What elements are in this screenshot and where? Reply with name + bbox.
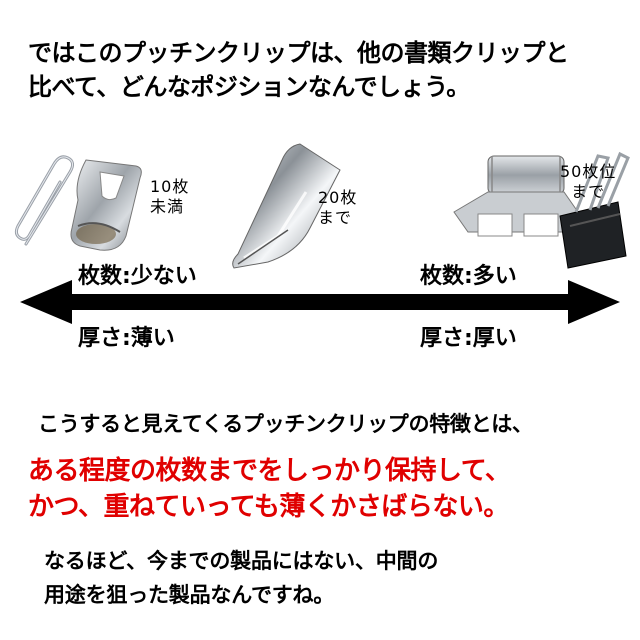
feature-lead: こうすると見えてくるプッチンクリップの特徴とは、 bbox=[38, 412, 533, 436]
label-left-count: 枚数:少ない bbox=[78, 264, 197, 289]
medium-clip-caption: 20枚 まで bbox=[318, 188, 357, 228]
large-clip-caption-line-2: まで bbox=[571, 182, 606, 201]
small-clip-icon bbox=[70, 159, 142, 251]
conclusion-line-2: 用途を狙った製品なんですね。 bbox=[44, 583, 335, 607]
intro-line-1: ではこのプッチンクリップは、他の書類クリップと bbox=[28, 39, 569, 67]
large-clip-illustration bbox=[453, 151, 630, 269]
spring-clip-icon bbox=[453, 155, 579, 237]
binder-clip-icon bbox=[559, 151, 630, 269]
medium-clip-caption-line-2: まで bbox=[318, 208, 353, 227]
small-clip-caption-line-1: 10枚 bbox=[150, 177, 190, 196]
intro-line-2: 比べて、どんなポジションなんでしょう。 bbox=[28, 73, 470, 101]
large-clip-caption: 50枚位 まで bbox=[560, 162, 616, 202]
medium-clip-illustration bbox=[232, 143, 341, 269]
conclusion-line-1: なるほど、今までの製品にはない、中間の bbox=[44, 549, 439, 573]
medium-clip-caption-line-1: 20枚 bbox=[318, 188, 358, 207]
paperclip-icon bbox=[14, 155, 75, 246]
small-clip-caption-line-2: 未満 bbox=[150, 197, 185, 216]
label-left-thickness: 厚さ:薄い bbox=[78, 326, 175, 351]
feature-highlight-line-2: かつ、重ねていっても薄くかさばらない。 bbox=[28, 492, 509, 522]
intro-text: ではこのプッチンクリップは、他の書類クリップと 比べて、どんなポジションなんでし… bbox=[28, 36, 569, 104]
double-arrow bbox=[20, 280, 620, 324]
paperclip-illustration bbox=[14, 155, 142, 251]
label-right-count: 枚数:多い bbox=[420, 264, 517, 289]
double-arrow-shape bbox=[20, 280, 620, 324]
feature-highlight-line-1: ある程度の枚数までをしっかり保持して、 bbox=[28, 456, 511, 486]
large-clip-caption-line-1: 50枚位 bbox=[560, 162, 617, 181]
small-clip-caption: 10枚 未満 bbox=[150, 177, 189, 217]
label-right-thickness: 厚さ:厚い bbox=[420, 326, 517, 351]
pinch-clip-icon bbox=[232, 143, 341, 269]
